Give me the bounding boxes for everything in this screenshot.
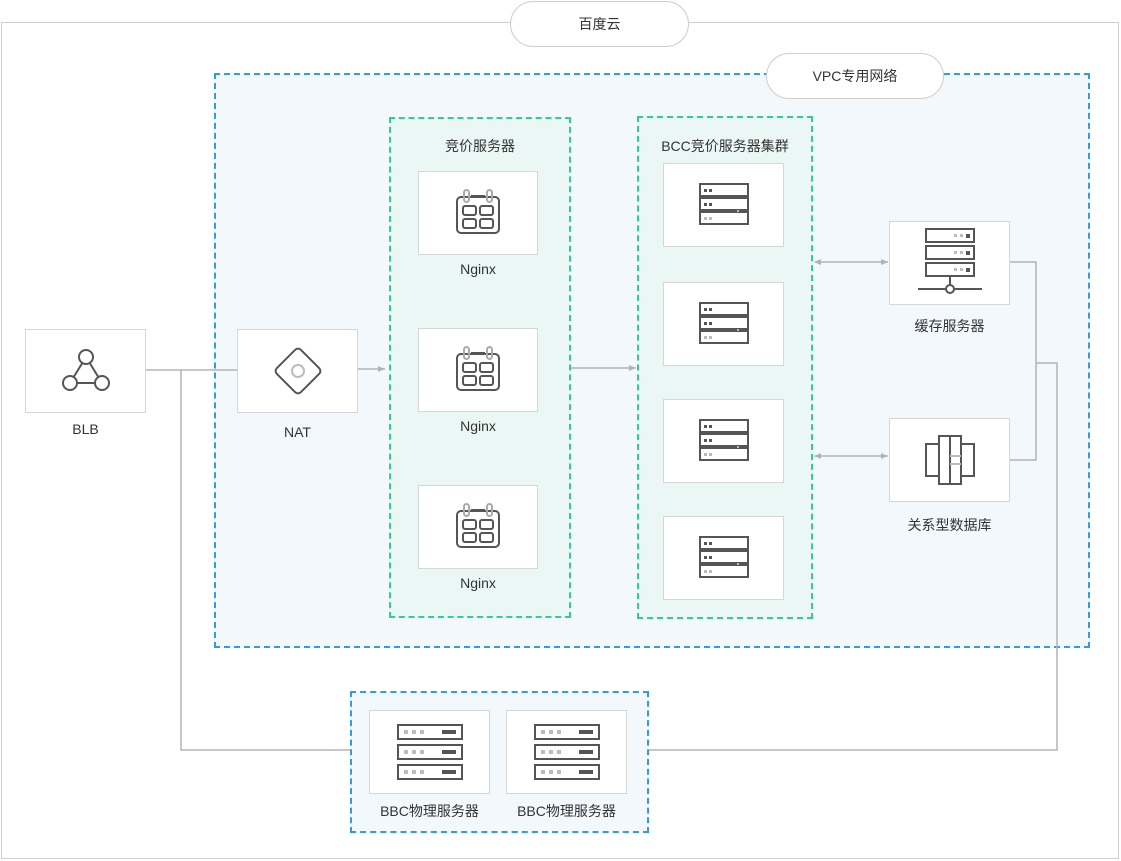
cache-server-label: 缓存服务器 <box>914 318 985 334</box>
bcc-server-3[interactable] <box>663 399 784 483</box>
bcc-server-1[interactable] <box>663 163 784 247</box>
database-label: 关系型数据库 <box>907 517 992 533</box>
storage-bbc-line <box>649 362 1058 751</box>
server-icon <box>698 536 749 578</box>
nat-node[interactable] <box>237 329 358 413</box>
server-icon <box>698 419 749 461</box>
bbc-server-1[interactable] <box>369 710 490 794</box>
bid-server-group-title: 竞价服务器 <box>445 138 515 154</box>
database-node[interactable] <box>889 418 1010 502</box>
vpc-title: VPC专用网络 <box>766 53 944 99</box>
bcc-server-4[interactable] <box>663 516 784 600</box>
cache-server-icon <box>917 228 982 294</box>
nginx-label-2: Nginx <box>460 418 496 434</box>
nginx-server-3[interactable] <box>418 485 538 569</box>
cache-server-node[interactable] <box>889 221 1010 305</box>
bcc-cluster-title: BCC竞价服务器集群 <box>661 138 789 154</box>
server-icon <box>698 183 749 225</box>
nginx-server-1[interactable] <box>418 171 538 255</box>
nginx-icon <box>456 503 500 548</box>
bcc-server-2[interactable] <box>663 282 784 366</box>
blb-node[interactable] <box>25 329 146 413</box>
physical-server-icon <box>533 724 600 780</box>
nginx-server-2[interactable] <box>418 328 538 412</box>
server-icon <box>698 302 749 344</box>
bbc-server-label-2: BBC物理服务器 <box>517 803 616 819</box>
database-icon <box>924 435 975 485</box>
blb-label: BLB <box>72 421 99 437</box>
nginx-icon <box>456 189 500 234</box>
cache-db-bracket <box>1010 261 1037 461</box>
bbc-server-label-1: BBC物理服务器 <box>380 803 479 819</box>
bbc-server-2[interactable] <box>506 710 627 794</box>
nat-label: NAT <box>284 424 311 440</box>
blb-bbc-line <box>180 370 350 751</box>
nginx-label-1: Nginx <box>460 261 496 277</box>
nginx-label-3: Nginx <box>460 575 496 591</box>
load-balancer-icon <box>61 349 110 391</box>
physical-server-icon <box>396 724 463 780</box>
nat-gateway-icon <box>274 347 321 395</box>
cloud-title: 百度云 <box>510 1 689 47</box>
nginx-icon <box>456 346 500 391</box>
